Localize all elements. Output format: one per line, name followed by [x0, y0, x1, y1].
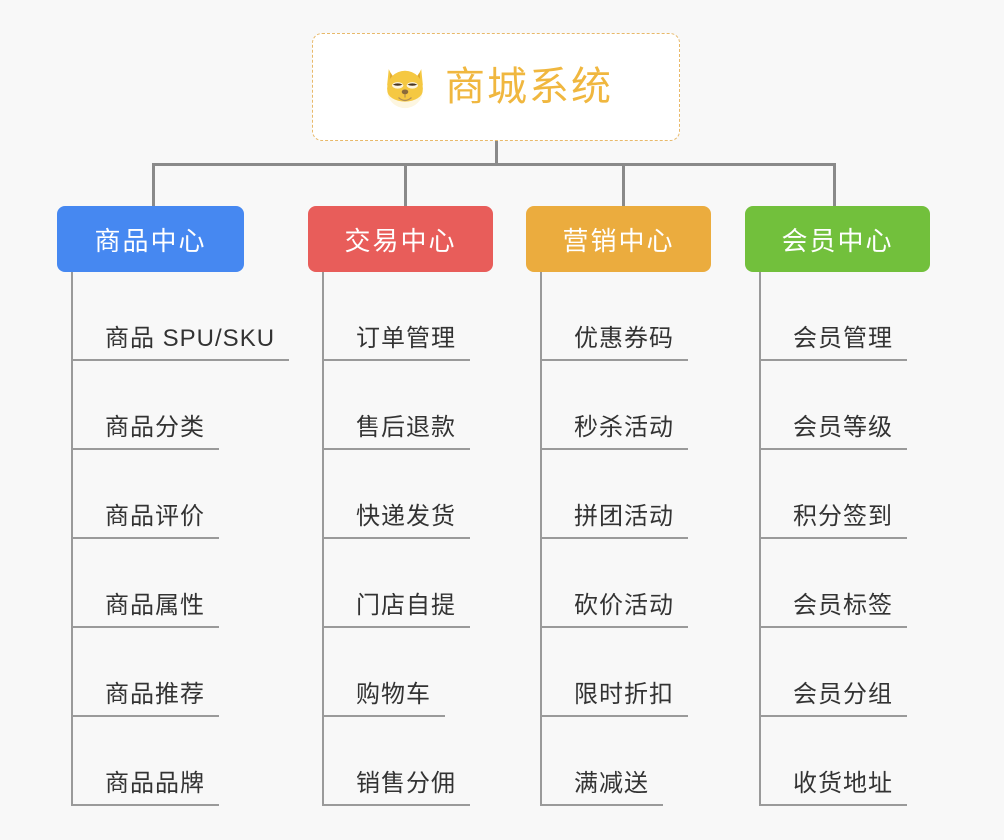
category-label: 交易中心 [344, 225, 457, 256]
leaf-label: 商品品牌 [105, 770, 205, 797]
branch-member-center: 会员中心 会员管理 会员等级 积分签到 会员标签 会员分组 收货地址 [745, 206, 930, 806]
leaf-label: 秒杀活动 [574, 414, 674, 441]
list-item[interactable]: 订单管理 [324, 272, 493, 361]
list-item[interactable]: 会员管理 [761, 272, 930, 361]
list-item[interactable]: 门店自提 [324, 539, 493, 628]
leaf-list-product-center: 商品 SPU/SKU 商品分类 商品评价 商品属性 商品推荐 商品品牌 [71, 272, 290, 806]
connector-drop-3 [622, 163, 625, 207]
list-item[interactable]: 快递发货 [324, 450, 493, 539]
leaf-list-trade-center: 订单管理 售后退款 快递发货 门店自提 购物车 销售分佣 [322, 272, 493, 806]
list-item[interactable]: 商品品牌 [73, 717, 289, 806]
list-item[interactable]: 砍价活动 [542, 539, 711, 628]
leaf-label: 限时折扣 [574, 681, 674, 708]
category-header-trade-center[interactable]: 交易中心 [308, 206, 493, 272]
leaf-label: 收货地址 [793, 770, 893, 797]
leaf-label: 满减送 [574, 770, 649, 797]
leaf-label: 优惠券码 [574, 325, 674, 352]
list-item[interactable]: 秒杀活动 [542, 361, 711, 450]
leaf-label: 会员标签 [793, 592, 893, 619]
leaf-label: 门店自提 [356, 592, 456, 619]
leaf-label: 积分签到 [793, 503, 893, 530]
list-item[interactable]: 收货地址 [761, 717, 930, 806]
branch-product-center: 商品中心 商品 SPU/SKU 商品分类 商品评价 商品属性 商品推荐 商品品牌 [57, 206, 290, 806]
list-item[interactable]: 优惠券码 [542, 272, 711, 361]
leaf-label: 拼团活动 [574, 503, 674, 530]
category-header-product-center[interactable]: 商品中心 [57, 206, 244, 272]
connector-drop-2 [404, 163, 407, 207]
leaf-label: 商品推荐 [105, 681, 205, 708]
leaf-label: 快递发货 [356, 503, 456, 530]
root-node-mall-system[interactable]: 商城系统 [312, 33, 680, 141]
list-item[interactable]: 售后退款 [324, 361, 493, 450]
leaf-label: 商品分类 [105, 414, 205, 441]
category-label: 会员中心 [781, 225, 894, 256]
leaf-label: 售后退款 [356, 414, 456, 441]
list-item[interactable]: 会员等级 [761, 361, 930, 450]
leaf-label: 商品 SPU/SKU [105, 325, 276, 352]
connector-horizontal-bus [152, 163, 835, 166]
category-header-member-center[interactable]: 会员中心 [745, 206, 930, 272]
list-item[interactable]: 拼团活动 [542, 450, 711, 539]
branch-marketing-center: 营销中心 优惠券码 秒杀活动 拼团活动 砍价活动 限时折扣 满减送 [526, 206, 711, 806]
list-item[interactable]: 商品分类 [73, 361, 289, 450]
shiba-dog-face-icon [379, 61, 431, 113]
list-item[interactable]: 会员标签 [761, 539, 930, 628]
list-item[interactable]: 限时折扣 [542, 628, 711, 717]
leaf-label: 销售分佣 [356, 770, 456, 797]
leaf-label: 会员管理 [793, 325, 893, 352]
leaf-label: 购物车 [356, 681, 431, 708]
list-item[interactable]: 积分签到 [761, 450, 930, 539]
root-title: 商城系统 [445, 65, 613, 109]
list-item[interactable]: 销售分佣 [324, 717, 493, 806]
connector-drop-1 [152, 163, 155, 207]
list-item[interactable]: 商品属性 [73, 539, 289, 628]
list-item[interactable]: 购物车 [324, 628, 493, 717]
connector-drop-4 [833, 163, 836, 207]
category-label: 商品中心 [94, 225, 207, 256]
list-item[interactable]: 商品推荐 [73, 628, 289, 717]
category-header-marketing-center[interactable]: 营销中心 [526, 206, 711, 272]
branch-trade-center: 交易中心 订单管理 售后退款 快递发货 门店自提 购物车 销售分佣 [308, 206, 493, 806]
leaf-list-marketing-center: 优惠券码 秒杀活动 拼团活动 砍价活动 限时折扣 满减送 [540, 272, 711, 806]
leaf-label: 砍价活动 [574, 592, 674, 619]
leaf-label: 会员等级 [793, 414, 893, 441]
connector-root-stem [495, 141, 498, 165]
leaf-label: 会员分组 [793, 681, 893, 708]
list-item[interactable]: 满减送 [542, 717, 711, 806]
list-item[interactable]: 商品 SPU/SKU [73, 272, 290, 361]
category-label: 营销中心 [562, 225, 675, 256]
leaf-label: 订单管理 [356, 325, 456, 352]
leaf-label: 商品评价 [105, 503, 205, 530]
list-item[interactable]: 商品评价 [73, 450, 289, 539]
leaf-label: 商品属性 [105, 592, 205, 619]
list-item[interactable]: 会员分组 [761, 628, 930, 717]
leaf-list-member-center: 会员管理 会员等级 积分签到 会员标签 会员分组 收货地址 [759, 272, 930, 806]
